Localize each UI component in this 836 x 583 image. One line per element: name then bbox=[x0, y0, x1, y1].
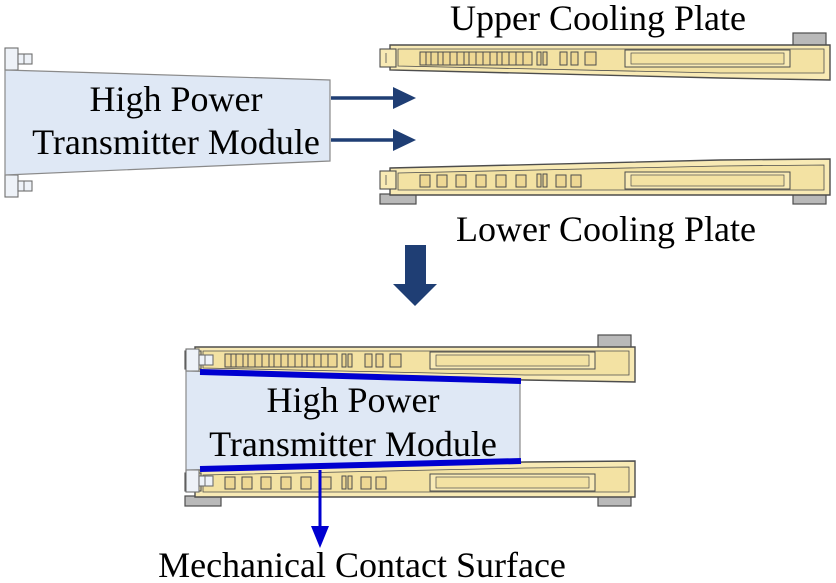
plate-slot bbox=[347, 475, 353, 490]
module-label-line1: High Power bbox=[90, 79, 263, 119]
assembled-transmitter-module: High Power Transmitter Module bbox=[185, 348, 521, 493]
pointer-head bbox=[311, 526, 329, 548]
lower-cooling-plate bbox=[379, 158, 831, 205]
module-tab-bottom bbox=[185, 469, 214, 493]
plate-slot bbox=[436, 174, 448, 188]
contact-surface-bottom bbox=[199, 458, 522, 472]
arrow-head bbox=[393, 129, 416, 151]
insertion-arrow-upper bbox=[331, 87, 416, 109]
plate-slot bbox=[542, 173, 548, 188]
connector-tab bbox=[379, 170, 397, 190]
plate-slot bbox=[495, 174, 507, 188]
long-slot-inner bbox=[435, 476, 590, 489]
plate-slot bbox=[542, 51, 548, 66]
tab-pin bbox=[17, 53, 33, 65]
module-tab-bottom bbox=[4, 174, 33, 198]
long-slot-inner bbox=[630, 174, 785, 187]
plate-slot bbox=[347, 353, 353, 368]
plate-slot bbox=[536, 173, 542, 188]
assembly-down-arrow bbox=[393, 245, 437, 306]
mounting-block bbox=[597, 334, 632, 349]
plate-slot bbox=[584, 51, 597, 66]
tab-pin bbox=[198, 475, 214, 487]
plate-slot bbox=[559, 51, 568, 66]
tab-flange bbox=[4, 174, 19, 198]
upper-cooling-plate-label: Upper Cooling Plate bbox=[450, 0, 746, 38]
connector-tab bbox=[379, 48, 397, 68]
plate-slot bbox=[364, 353, 373, 368]
module-body bbox=[4, 69, 331, 176]
long-slot-inner bbox=[630, 52, 785, 65]
module-tab-top bbox=[4, 47, 33, 71]
assembled-lower-cooling-plate bbox=[184, 460, 636, 507]
long-slot-inner bbox=[435, 354, 590, 367]
plate-slot bbox=[260, 476, 272, 490]
plate-slot bbox=[455, 174, 467, 188]
contact-pointer-arrow bbox=[311, 470, 329, 548]
plate-slot bbox=[280, 476, 292, 490]
arrow-head bbox=[393, 87, 416, 109]
plate-slot bbox=[375, 476, 387, 490]
plate-slot bbox=[241, 476, 253, 490]
module-label-line1: High Power bbox=[267, 380, 440, 420]
contact-surface-top bbox=[199, 369, 522, 384]
plate-slot bbox=[341, 353, 347, 368]
plate-slot bbox=[389, 353, 402, 368]
plate-slot bbox=[536, 51, 542, 66]
insertion-arrow-lower bbox=[331, 129, 416, 151]
module-tab-top bbox=[185, 348, 214, 372]
tab-flange bbox=[185, 469, 200, 493]
lower-cooling-plate-label: Lower Cooling Plate bbox=[456, 209, 756, 249]
tab-flange bbox=[185, 348, 200, 372]
tab-flange bbox=[4, 47, 19, 71]
tab-pin bbox=[198, 354, 214, 366]
contact-surface-label: Mechanical Contact Surface bbox=[158, 545, 566, 583]
plate-slot bbox=[570, 51, 579, 66]
plate-slot bbox=[300, 476, 312, 490]
mounting-block bbox=[792, 32, 827, 47]
plate-slot bbox=[515, 174, 527, 188]
plate-slot bbox=[570, 174, 582, 188]
plate-slot bbox=[341, 475, 347, 490]
module-label-line2: Transmitter Module bbox=[209, 424, 497, 464]
upper-cooling-plate bbox=[379, 32, 831, 81]
plate-slot bbox=[375, 353, 384, 368]
plate-slot bbox=[360, 476, 372, 490]
transmitter-module: High Power Transmitter Module bbox=[4, 47, 331, 198]
plate-slot bbox=[224, 476, 236, 490]
plate-slot bbox=[419, 174, 431, 188]
plate-slot bbox=[475, 174, 487, 188]
plate-slot bbox=[320, 476, 332, 490]
tab-pin bbox=[17, 180, 33, 192]
plate-slot bbox=[555, 174, 567, 188]
module-label-line2: Transmitter Module bbox=[32, 122, 320, 162]
